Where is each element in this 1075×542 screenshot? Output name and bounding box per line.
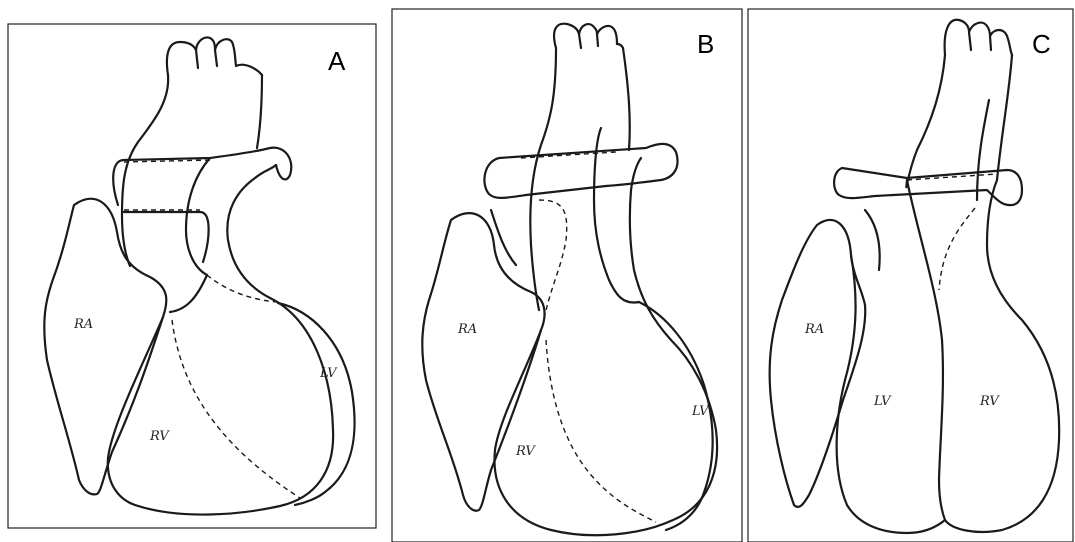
- panel-c-great-artery-right: [997, 55, 1012, 180]
- panel-a-great-artery-right: [257, 75, 262, 148]
- panel-b-artery-branch-lines: [579, 34, 598, 48]
- panel-b-atrial-cap: [491, 210, 516, 265]
- panel-a-right-atrium: [44, 199, 166, 495]
- panel-b-inner-vessel: [594, 128, 639, 303]
- panel-a-artery-top: [167, 38, 262, 76]
- panel-b-frame: [392, 9, 742, 542]
- panel-a-label-ra: RA: [73, 317, 93, 332]
- panel-a: A RA RV LV: [0, 0, 385, 542]
- panel-a-letter: A: [328, 46, 346, 76]
- panel-b-letter: B: [697, 29, 714, 59]
- panel-b-great-artery-left: [530, 48, 556, 310]
- panel-c-label-ra: RA: [804, 322, 824, 337]
- panel-b-label-lv: LV: [691, 404, 710, 419]
- panel-b-drawing: B RA RV LV: [391, 0, 744, 542]
- panel-c-label-rv: RV: [979, 394, 1000, 409]
- panel-a-drawing: A RA RV LV: [0, 0, 385, 542]
- panel-b-label-rv: RV: [515, 444, 536, 459]
- panel-a-atrial-cap: [124, 212, 209, 262]
- panel-c-letter: C: [1032, 29, 1051, 59]
- panel-c-right-atrium: [770, 220, 866, 507]
- panel-b-ventricles: [494, 158, 717, 535]
- panel-c-artery-branch-lines: [969, 32, 991, 50]
- panel-a-inner-vessel: [170, 158, 210, 312]
- panel-c-artery-top: [945, 20, 1012, 55]
- panel-b-artery-top: [554, 24, 623, 48]
- panel-c-inner-vessel: [977, 100, 989, 200]
- panel-b-label-ra: RA: [457, 322, 477, 337]
- panel-c-dashed-septum: [939, 208, 975, 290]
- panel-c-drawing: C RA LV RV: [747, 0, 1075, 542]
- panel-c-label-lv: LV: [873, 394, 892, 409]
- panel-a-ventricles: [108, 165, 333, 515]
- panel-c-great-artery-left: [906, 55, 945, 187]
- panel-b-pulmonary-band: [484, 144, 677, 198]
- panel-b-dashed-septum: [546, 340, 656, 522]
- panel-a-artery-branch-lines: [196, 50, 217, 68]
- panel-a-lv-outline: [278, 303, 355, 505]
- panel-a-pulmonary-band: [113, 148, 291, 205]
- panel-a-great-artery-left: [122, 75, 168, 266]
- panel-c-atrial-cap: [865, 210, 880, 270]
- panel-b-great-artery-right: [623, 48, 630, 150]
- panel-a-label-rv: RV: [149, 429, 170, 444]
- panel-c-septum: [907, 180, 945, 520]
- panel-a-label-lv: LV: [319, 366, 338, 381]
- panel-b: B RA RV LV: [391, 0, 744, 542]
- panel-c-frame: [748, 9, 1073, 542]
- panel-c: C RA LV RV: [747, 0, 1075, 542]
- panel-a-frame: [8, 24, 376, 528]
- panel-c-ventricles: [837, 180, 1060, 533]
- panel-a-dashed-septum: [172, 275, 300, 498]
- panel-b-right-atrium: [422, 213, 544, 511]
